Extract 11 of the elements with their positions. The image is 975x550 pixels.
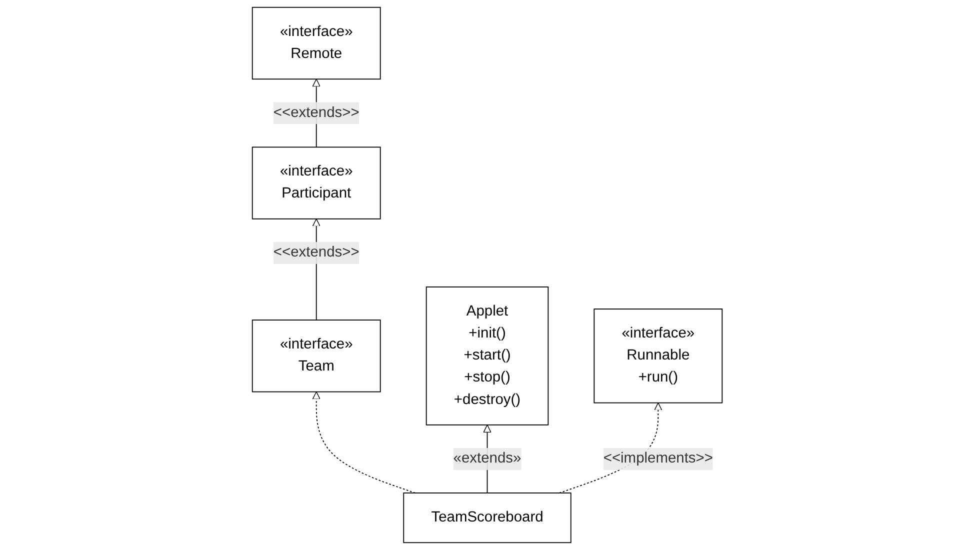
node-box: Applet +init() +start() +stop() +destroy() <box>426 286 549 426</box>
arrow <box>312 391 416 494</box>
node-box: TeamScoreboard <box>403 492 572 544</box>
node-box: «interface» Team <box>252 320 382 392</box>
edge-label: «extends» <box>454 450 522 466</box>
node-box: «interface» Remote <box>252 6 382 80</box>
node-box: «interface» Runnable +run() <box>594 308 723 404</box>
edge-label: <<implements>> <box>604 450 714 466</box>
node-box: «interface» Participant <box>252 146 382 220</box>
edge-label: <<extends>> <box>274 244 360 260</box>
edge-label: <<extends>> <box>274 104 360 120</box>
